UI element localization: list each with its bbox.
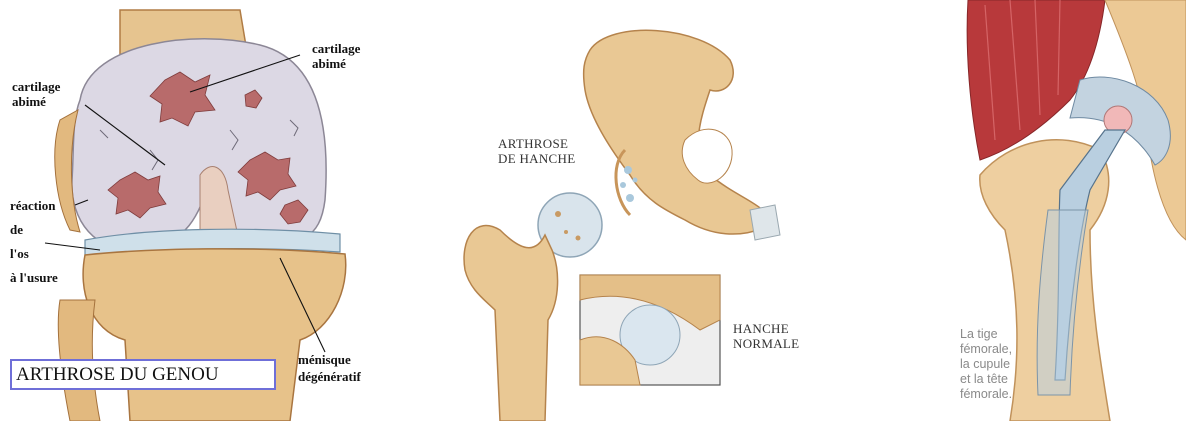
implant-caption-line1: La tige bbox=[960, 327, 1012, 342]
implant-caption-line4: et la tête bbox=[960, 372, 1012, 387]
bone-reaction-label: réaction de l'os à l'usure bbox=[10, 194, 58, 290]
cartilage-label-left-line1: cartilage bbox=[12, 79, 60, 94]
normal-hip-line2: NORMALE bbox=[733, 336, 799, 351]
hip-illustration bbox=[440, 0, 840, 421]
meniscus-label: ménisque dégénératif bbox=[298, 351, 361, 385]
normal-hip-line1: HANCHE bbox=[733, 321, 799, 336]
bone-reaction-line2: de bbox=[10, 218, 58, 242]
cartilage-label-top-line2: abimé bbox=[312, 56, 360, 71]
hip-arthrosis-panel: ARTHROSE DE HANCHE HANCHE NORMALE bbox=[440, 0, 840, 421]
hip-arthrosis-line1: ARTHROSE bbox=[498, 136, 575, 151]
bone-reaction-line3: l'os bbox=[10, 242, 58, 266]
meniscus-label-line1: ménisque bbox=[298, 351, 361, 368]
implant-caption-line5: fémorale. bbox=[960, 387, 1012, 402]
hip-arthrosis-line2: DE HANCHE bbox=[498, 151, 575, 166]
cartilage-label-left-line2: abimé bbox=[12, 94, 60, 109]
meniscus-label-line2: dégénératif bbox=[298, 368, 361, 385]
normal-hip-label: HANCHE NORMALE bbox=[733, 321, 799, 351]
knee-title: ARTHROSE DU GENOU bbox=[10, 359, 276, 390]
cartilage-label-top-line1: cartilage bbox=[312, 41, 360, 56]
bone-reaction-line1: réaction bbox=[10, 194, 58, 218]
hip-arthrosis-label: ARTHROSE DE HANCHE bbox=[498, 136, 575, 166]
implant-caption-line3: la cupule bbox=[960, 357, 1012, 372]
knee-arthrosis-panel: cartilage abimé cartilage abimé réaction… bbox=[0, 0, 390, 421]
implant-caption-line2: fémorale, bbox=[960, 342, 1012, 357]
implant-caption: La tige fémorale, la cupule et la tête f… bbox=[960, 327, 1012, 402]
bone-reaction-line4: à l'usure bbox=[10, 266, 58, 290]
hip-implant-panel: La tige fémorale, la cupule et la tête f… bbox=[940, 0, 1186, 421]
cartilage-label-top: cartilage abimé bbox=[312, 41, 360, 71]
cartilage-label-left: cartilage abimé bbox=[12, 79, 60, 109]
